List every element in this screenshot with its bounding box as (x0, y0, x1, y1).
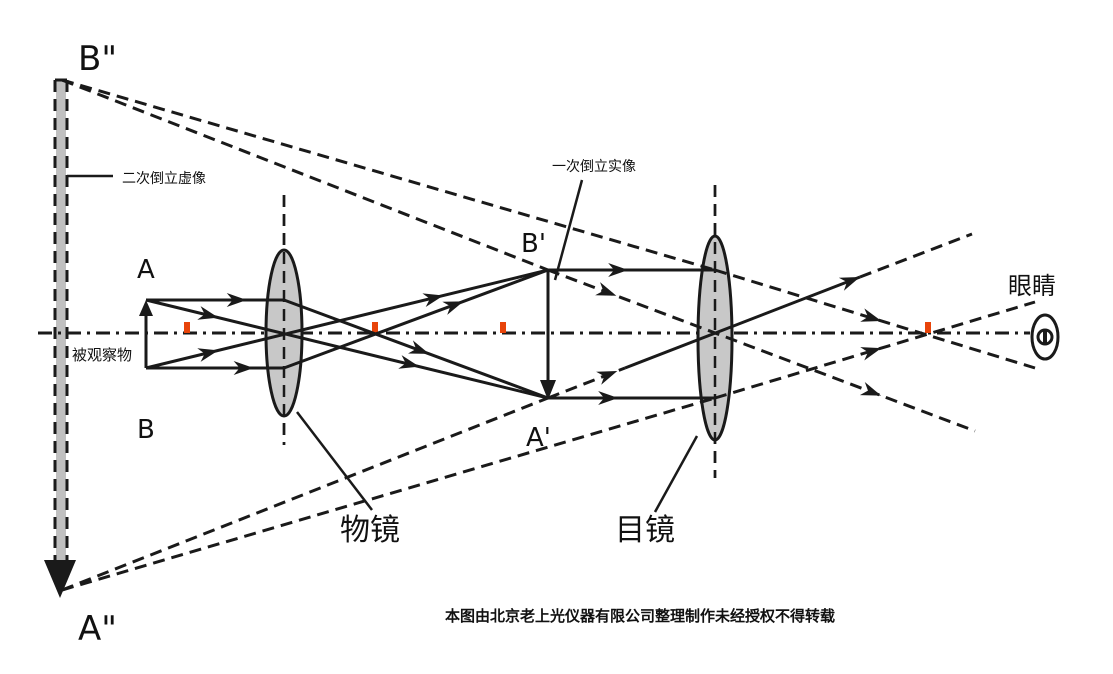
focal-point-mark (184, 322, 190, 333)
ray-aprime-chief-continued (859, 232, 973, 279)
ray-bprime-chief (547, 268, 976, 433)
ray-arrow (838, 277, 860, 291)
ray-arrow (608, 263, 629, 277)
focal-point-mark (372, 322, 378, 333)
label-b-prime: B' (521, 229, 546, 259)
ray-b-refracted (283, 268, 549, 370)
label-a: A (137, 255, 155, 285)
label-object: 被观察物 (72, 346, 132, 364)
label-virtual-image: 二次倒立虚像 (122, 171, 206, 187)
ray-arrow (226, 293, 247, 307)
ray-arrow (860, 308, 882, 322)
focal-point-mark (925, 322, 931, 333)
label-a-double-prime: A" (78, 609, 117, 649)
ray-arrow (860, 347, 882, 361)
ray-aprime-chief (624, 275, 861, 370)
label-objective: 物镜 (340, 513, 400, 548)
ray-arrow (398, 355, 420, 369)
eye-pupil (1043, 331, 1047, 343)
ray-arrow (197, 348, 219, 362)
label-b: B (137, 415, 155, 445)
object-arrowhead (139, 300, 153, 316)
real-image-arrowhead (540, 380, 556, 400)
focal-point-mark (500, 322, 506, 333)
label-eye: 眼睛 (1008, 272, 1056, 300)
back-extension-b1 (61, 78, 549, 272)
objective-leader (296, 411, 373, 511)
back-extension-a1 (61, 396, 549, 592)
ray-arrow (233, 361, 254, 375)
virtual-image-arrowhead (44, 560, 76, 598)
ray-arrow (422, 293, 444, 308)
ray-arrow (442, 301, 464, 315)
eyepiece-leader (653, 435, 699, 513)
label-b-double-prime: B" (78, 39, 117, 79)
virtual-image-bar (56, 80, 66, 580)
back-extension-a2 (61, 396, 716, 592)
ray-a-refracted (283, 298, 549, 400)
ray-arrow (197, 306, 219, 320)
label-eyepiece: 目镜 (615, 513, 675, 548)
footer-copyright: 本图由北京老上光仪器有限公司整理制作未经授权不得转载 (445, 607, 835, 625)
ray-arrow (595, 282, 617, 296)
ray-arrow (596, 371, 618, 385)
label-a-prime: A' (526, 423, 551, 453)
ray-arrow (598, 391, 619, 405)
ray-arrow (859, 381, 882, 396)
label-real-image: 一次倒立实像 (552, 159, 636, 175)
real-image-leader (553, 179, 584, 281)
ray-arrow (408, 340, 430, 354)
